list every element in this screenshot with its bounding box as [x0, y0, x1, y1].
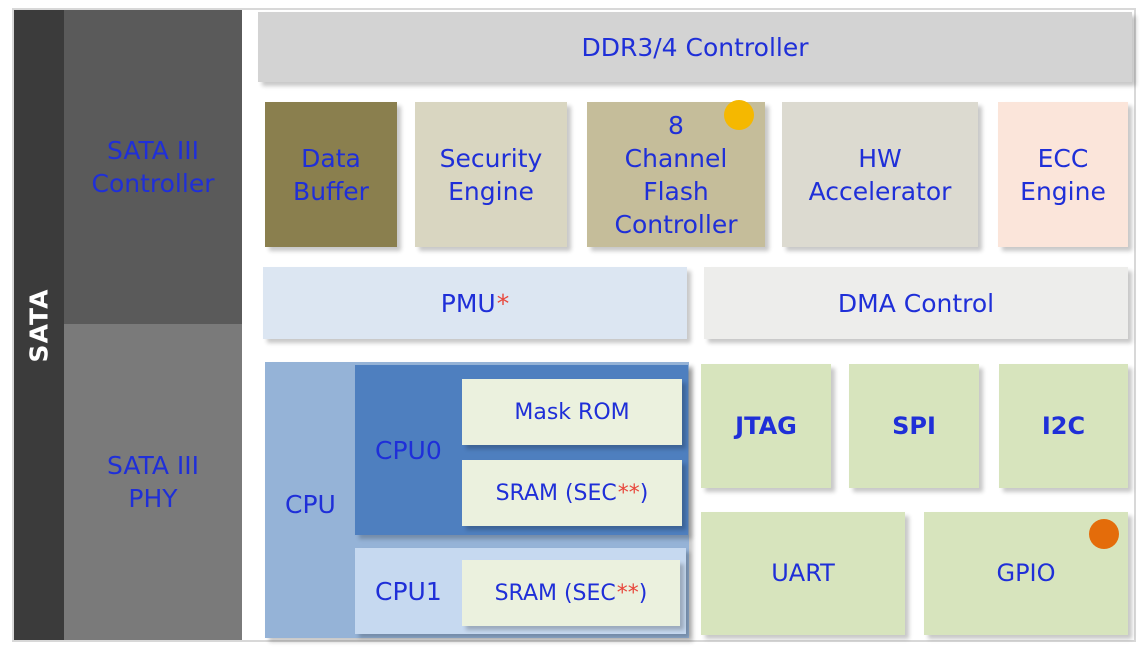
- sata-controller-label: SATA III Controller: [91, 136, 215, 198]
- sata-controller-block: SATA III Controller: [64, 10, 242, 324]
- sata-phy-label: SATA III PHY: [107, 451, 199, 513]
- cpu1-sram-close: ): [638, 580, 648, 606]
- mask-rom-block: Mask ROM: [462, 379, 682, 445]
- sata-phy-block: SATA III PHY: [64, 324, 242, 640]
- data-buffer-label: Data Buffer: [293, 143, 369, 206]
- pmu-label: PMU: [440, 288, 496, 318]
- cpu0-sram-marker: **: [617, 480, 640, 506]
- dma-control-block: DMA Control: [704, 267, 1128, 339]
- cpu0-sram-block: SRAM (SEC**): [462, 460, 682, 526]
- cpu0-label: CPU0: [375, 435, 442, 465]
- ecc-engine-block: ECC Engine: [998, 102, 1128, 247]
- ddr-controller-block: DDR3/4 Controller: [258, 12, 1132, 82]
- cpu1-sram-label: SRAM (SEC: [494, 580, 616, 606]
- security-engine-label: Security Engine: [439, 143, 543, 206]
- flash-controller-block: 8 Channel Flash Controller: [587, 102, 765, 247]
- pmu-marker: *: [496, 288, 510, 318]
- spi-block: SPI: [849, 364, 979, 488]
- mask-rom-label: Mask ROM: [514, 399, 630, 425]
- ecc-engine-label: ECC Engine: [1020, 143, 1106, 206]
- gpio-label: GPIO: [996, 559, 1056, 587]
- security-engine-block: Security Engine: [415, 102, 567, 247]
- gpio-block: GPIO: [924, 512, 1128, 635]
- diagram-frame: [12, 8, 1136, 642]
- ddr-controller-label: DDR3/4 Controller: [581, 32, 809, 62]
- yellow-status-dot: [724, 100, 754, 130]
- cpu0-sram-label: SRAM (SEC: [495, 480, 617, 506]
- uart-block: UART: [701, 512, 905, 635]
- cpu1-label: CPU1: [375, 576, 442, 606]
- orange-status-dot: [1089, 519, 1119, 549]
- pmu-block: PMU*: [263, 267, 687, 339]
- i2c-block: I2C: [999, 364, 1128, 488]
- i2c-label: I2C: [1041, 411, 1086, 440]
- hw-accelerator-label: HW Accelerator: [808, 143, 952, 206]
- uart-label: UART: [771, 559, 835, 587]
- cpu-label: CPU: [285, 489, 336, 519]
- flash-controller-label: 8 Channel Flash Controller: [614, 110, 738, 239]
- sata-bar: SATA: [14, 10, 64, 640]
- dma-control-label: DMA Control: [837, 288, 995, 318]
- cpu1-sram-marker: **: [616, 580, 639, 606]
- jtag-block: JTAG: [701, 364, 831, 488]
- jtag-label: JTAG: [735, 411, 797, 440]
- spi-label: SPI: [892, 411, 936, 440]
- cpu1-sram-block: SRAM (SEC**): [462, 560, 680, 626]
- data-buffer-block: Data Buffer: [265, 102, 397, 247]
- sata-label: SATA: [24, 288, 54, 362]
- hw-accelerator-block: HW Accelerator: [782, 102, 978, 247]
- cpu0-sram-close: ): [639, 480, 649, 506]
